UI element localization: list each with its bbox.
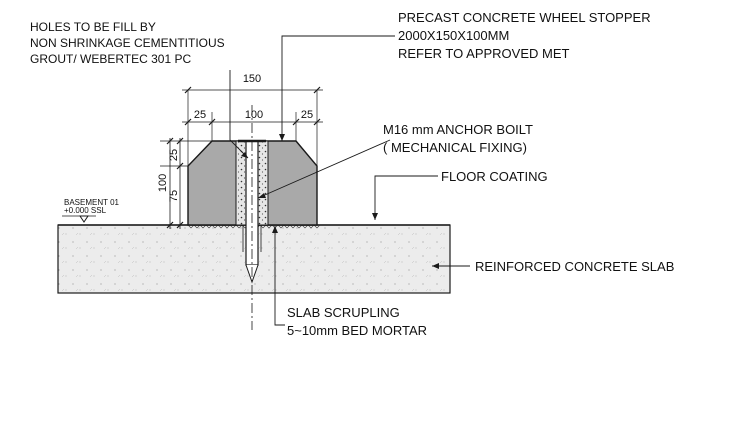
stopper-note-line-3: REFER TO APPROVED MET bbox=[398, 46, 570, 61]
stopper-note-line-1: PRECAST CONCRETE WHEEL STOPPER bbox=[398, 10, 651, 25]
grout-note-line-1: HOLES TO BE FILL BY bbox=[30, 20, 156, 34]
level-label: BASEMENT 01 bbox=[64, 198, 120, 207]
dim-left-chamfer: 25 bbox=[194, 109, 206, 121]
dim-right-chamfer: 25 bbox=[301, 109, 313, 121]
level-marker-icon bbox=[79, 215, 89, 223]
grout-note-line-2: NON SHRINKAGE CEMENTITIOUS bbox=[30, 36, 225, 50]
dim-total-height: 100 bbox=[157, 174, 169, 192]
anchor-note-line-2: ( MECHANICAL FIXING) bbox=[383, 140, 527, 155]
dimension-ticks bbox=[166, 86, 321, 229]
floor-coating-label: FLOOR COATING bbox=[441, 169, 548, 184]
slab-note-line-2: 5~10mm BED MORTAR bbox=[287, 323, 427, 338]
stopper-note-line-2: 2000X150X100MM bbox=[398, 28, 509, 43]
extension-lines bbox=[160, 90, 318, 226]
dim-center-width: 100 bbox=[245, 109, 263, 121]
dim-lower-height: 75 bbox=[168, 190, 180, 202]
dim-upper-height: 25 bbox=[168, 149, 180, 161]
dimension-lines bbox=[169, 89, 323, 229]
reinforced-slab-label: REINFORCED CONCRETE SLAB bbox=[475, 259, 674, 274]
leader-arrows bbox=[241, 134, 439, 269]
dim-overall-width: 150 bbox=[243, 73, 261, 85]
grout-note-line-3: GROUT/ WEBERTEC 301 PC bbox=[30, 52, 191, 66]
slab-note-line-1: SLAB SCRUPLING bbox=[287, 305, 400, 320]
anchor-note-line-1: M16 mm ANCHOR BOILT bbox=[383, 122, 533, 137]
level-value: +0.000 SSL bbox=[64, 206, 107, 215]
leader-lines bbox=[229, 35, 470, 326]
